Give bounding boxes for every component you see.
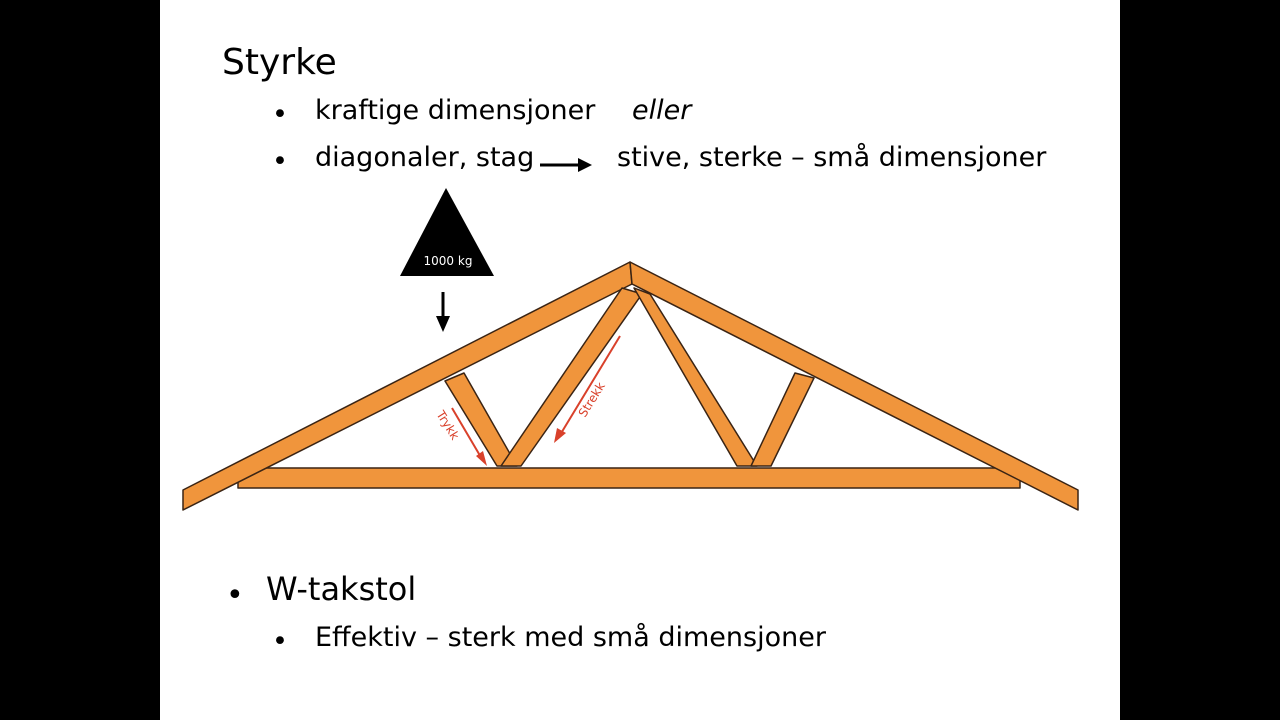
bullet-suffix-eller: eller [632,95,692,126]
section-title: W-takstol [266,570,417,608]
arrow-down-icon [436,292,450,332]
sub-bullet-marker: • [272,626,288,657]
load-weight-icon [400,188,494,276]
bullet-marker: • [272,146,288,177]
sub-bullet-text: Effektiv – sterk med små dimensjoner [315,622,826,653]
truss-web-left-short [444,372,518,467]
bullet-marker: • [272,99,288,130]
truss-web-right-short [750,372,815,467]
bullet-text-diagonaler: diagonaler, stag [315,142,535,173]
tension-arrow-icon [554,335,621,443]
truss-diagram: 1000 kg [182,158,1079,511]
slide: Styrke • kraftige dimensjoner eller • di… [160,0,1120,720]
arrow-right-icon [540,158,592,172]
bullet-result-text: stive, sterke – små dimensjoner [617,142,1047,173]
slide-title: Styrke [222,42,337,83]
bullet-text-kraftige: kraftige dimensjoner [315,95,596,126]
compression-arrow-icon [451,407,487,466]
label-compression: Trykk [433,407,462,442]
truss-bottom-chord [237,467,1021,489]
truss-right-rafter [629,261,1079,511]
section-bullet-marker: • [226,578,244,613]
load-label: 1000 kg [424,254,473,268]
